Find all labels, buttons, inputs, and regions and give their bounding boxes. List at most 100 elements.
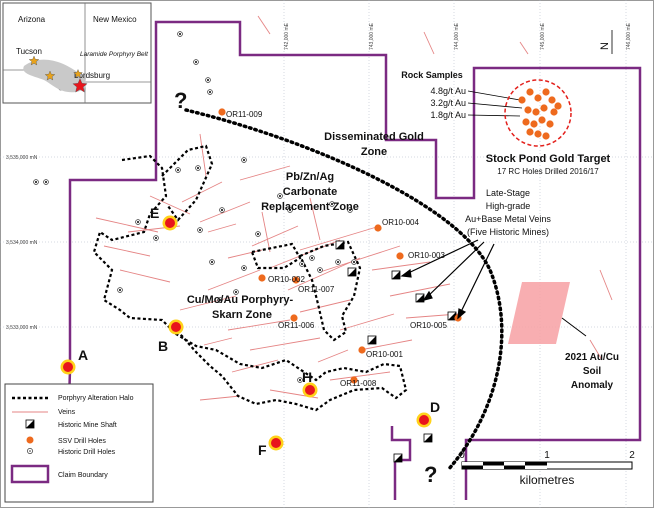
site-letter-h: H — [302, 369, 312, 385]
stock-pond-drill-hole — [542, 88, 550, 96]
zone-disseminated-line2: Zone — [361, 146, 387, 158]
hole-label-or11-006: OR11-006 — [278, 321, 315, 330]
site-letters: A B D E F H — [78, 205, 440, 458]
historic-drill-hole — [277, 193, 283, 199]
inset-state-arizona: Arizona — [18, 15, 46, 24]
inset-city-lordsburg: Lordsburg — [74, 71, 110, 80]
historic-drill-hole — [255, 231, 261, 237]
inset-belt-label: Laramide Porphyry Belt — [80, 51, 149, 58]
site-letter-e: E — [150, 205, 159, 221]
historic-drill-hole — [117, 287, 123, 293]
soil-anomaly-leader — [561, 317, 587, 337]
northing-labels: 3,535,000 mN 3,534,000 mN 3,533,000 mN — [6, 155, 38, 331]
legend-ssv-symbol — [26, 436, 34, 444]
historic-drill-hole — [153, 235, 159, 241]
scale-unit: kilometres — [520, 473, 575, 487]
historic-drill-hole — [195, 165, 201, 171]
soil-anomaly-polygon — [508, 282, 570, 344]
easting-744000: 744,000 mE — [454, 22, 460, 50]
site-marker-f — [268, 435, 284, 451]
hole-label-or10-002: OR10-002 — [268, 275, 305, 284]
stock-pond-drill-hole — [518, 96, 526, 104]
stock-pond-drill-hole — [548, 96, 556, 104]
stock-pond-drill-hole — [546, 120, 554, 128]
scale-tick-0: 0 — [459, 450, 465, 461]
stock-pond-drill-hole — [540, 104, 548, 112]
north-arrow-label: N — [599, 42, 611, 50]
historic-drill-hole — [297, 377, 303, 383]
historic-drill-hole — [287, 207, 293, 213]
historic-drill-hole — [241, 265, 247, 271]
historic-mine-shaft — [393, 453, 403, 463]
easting-745000: 745,000 mE — [540, 22, 546, 50]
stock-pond-drill-hole — [524, 106, 532, 114]
site-letter-d: D — [430, 399, 440, 415]
site-marker-h — [302, 382, 318, 398]
porphyry-alteration-halo — [92, 144, 408, 412]
historic-drill-hole — [335, 259, 341, 265]
porphyry-trend-line — [184, 108, 504, 472]
easting-746000: 746,000 mE — [626, 22, 632, 50]
historic-mine-shaft — [347, 267, 357, 277]
zone-carbonate-line2: Carbonate — [283, 186, 337, 198]
historic-drill-hole — [177, 31, 183, 37]
hole-label-or10-001: OR10-001 — [366, 350, 403, 359]
historic-drill-hole — [299, 261, 305, 267]
site-marker-e — [162, 215, 178, 231]
stock-pond-drill-hole — [522, 118, 530, 126]
site-letter-b: B — [158, 338, 168, 354]
soil-anomaly-line1: 2021 Au/Cu — [565, 352, 619, 363]
north-arrow: N — [599, 30, 613, 54]
historic-mine-shaft — [367, 335, 377, 345]
easting-743000: 743,000 mE — [369, 22, 375, 50]
stock-pond-drill-hole — [534, 94, 542, 102]
rock-samples-annotation: Rock Samples 4.8g/t Au 3.2g/t Au 1.8g/t … — [401, 70, 523, 120]
stock-pond-subtitle: 17 RC Holes Drilled 2016/17 — [497, 167, 599, 176]
historic-drill-hole — [219, 207, 225, 213]
historic-drill-holes — [33, 31, 357, 383]
historic-drill-hole — [209, 259, 215, 265]
stock-pond-drill-hole — [526, 128, 534, 136]
inset-state-new-mexico: New Mexico — [93, 15, 137, 24]
stock-pond-drill-hole — [530, 120, 538, 128]
northing-3535000: 3,535,000 mN — [6, 155, 38, 161]
ssv-drill-holes — [218, 108, 462, 384]
site-marker-d — [416, 412, 432, 428]
historic-mine-shaft — [415, 293, 425, 303]
stock-pond-drill-hole — [542, 132, 550, 140]
historic-drill-hole — [193, 59, 199, 65]
historic-drill-hole — [241, 157, 247, 163]
site-markers — [60, 215, 432, 451]
historic-drill-hole — [207, 89, 213, 95]
veins-note-line2: High-grade — [486, 201, 531, 211]
historic-drill-hole — [329, 201, 335, 207]
hole-label-or10-004: OR10-004 — [382, 218, 419, 227]
historic-drill-hole — [33, 179, 39, 185]
historic-drill-hole — [135, 219, 141, 225]
legend-historic-label: Historic Drill Holes — [58, 449, 116, 456]
northing-3533000: 3,533,000 mN — [6, 325, 38, 331]
rock-sample-value-3: 1.8g/t Au — [430, 110, 466, 120]
legend-shaft-label: Historic Mine Shaft — [58, 422, 117, 429]
historic-drill-hole — [175, 167, 181, 173]
inset-mine-star — [44, 70, 56, 81]
inset-project-star — [72, 77, 88, 93]
historic-drill-hole — [347, 207, 353, 213]
ssv-drill-hole — [358, 346, 366, 354]
zone-carbonate-line1: Pb/Zn/Ag — [286, 171, 334, 183]
stock-pond-drill-holes — [518, 88, 562, 140]
hole-label-or11-007: OR11-007 — [298, 285, 335, 294]
site-marker-a — [60, 359, 76, 375]
ssv-drill-hole — [396, 252, 404, 260]
historic-drill-hole — [317, 267, 323, 273]
site-marker-b — [168, 319, 184, 335]
veins-note-line3: Au+Base Metal Veins — [465, 214, 551, 224]
stock-pond-drill-hole — [550, 108, 558, 116]
historic-drill-hole — [233, 289, 239, 295]
veins-note-line1: Late-Stage — [486, 188, 530, 198]
historic-drill-hole — [217, 297, 223, 303]
zone-disseminated-line1: Disseminated Gold — [324, 131, 424, 143]
stock-pond-drill-hole — [538, 116, 546, 124]
historic-mine-shaft — [335, 240, 345, 250]
